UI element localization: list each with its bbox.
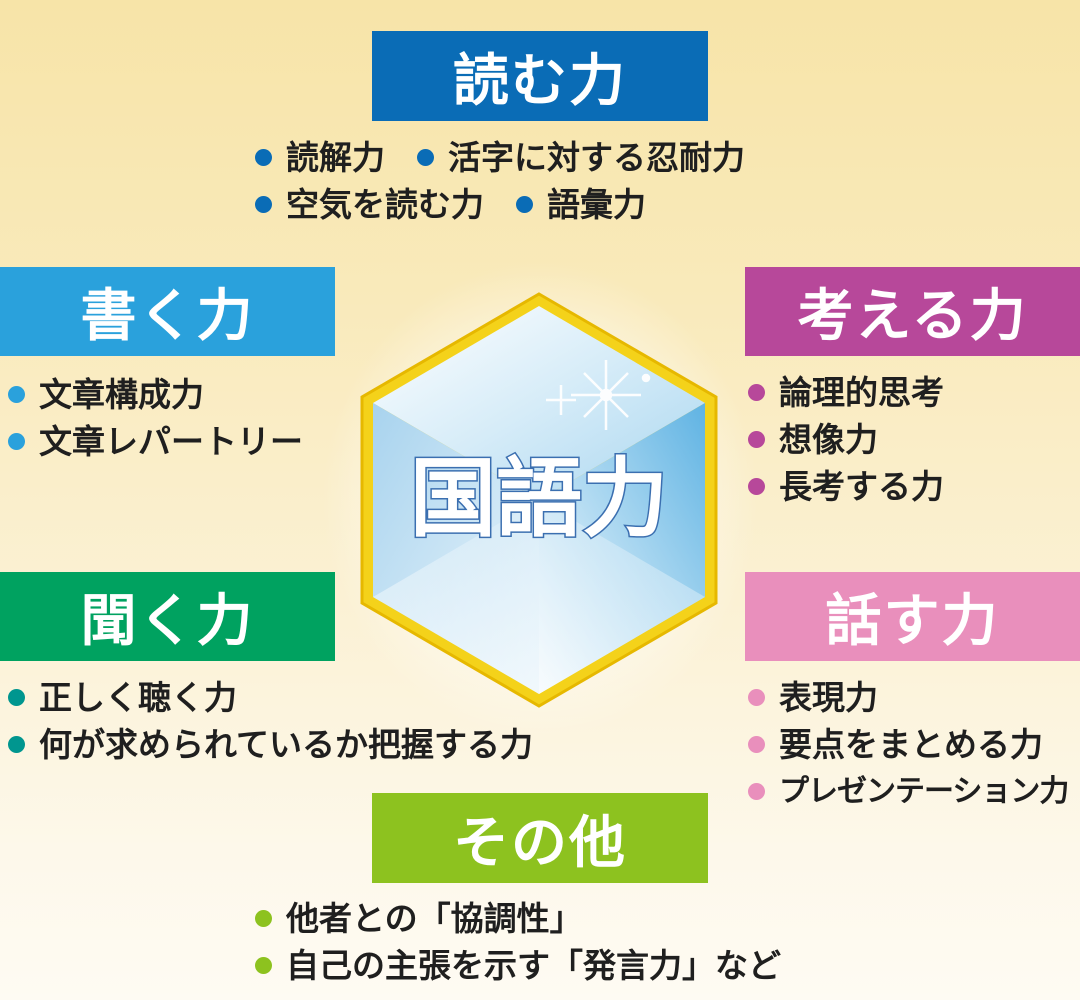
list-item: 想像力	[748, 416, 944, 463]
list-item: 他者との「協調性」	[255, 895, 781, 942]
other-list: 他者との「協調性」 自己の主張を示す「発言力」など	[255, 895, 781, 989]
list-item: 正しく聴く力	[8, 674, 388, 721]
bullet-icon	[8, 386, 25, 403]
listen-title: 聞く力	[0, 572, 335, 661]
bullet-icon	[748, 783, 765, 800]
center-hexagon: 国語力	[356, 290, 722, 710]
write-title: 書く力	[0, 267, 335, 356]
bullet-icon	[748, 689, 765, 706]
list-item: 要点をまとめる力	[748, 721, 1068, 768]
center-title: 国語力	[410, 449, 668, 549]
read-list: 読解力 活字に対する忍耐力 空気を読む力 語彙力	[255, 134, 777, 228]
list-item: 自己の主張を示す「発言力」など	[255, 942, 781, 989]
bullet-icon	[255, 196, 272, 213]
write-list: 文章構成力 文章レパートリー	[8, 371, 303, 465]
think-title: 考える力	[745, 267, 1080, 356]
list-item: 語彙力	[516, 181, 646, 228]
bullet-icon	[516, 196, 533, 213]
bullet-icon	[255, 149, 272, 166]
list-item: 表現力	[748, 674, 1068, 721]
speak-list: 表現力 要点をまとめる力 プレゼンテーション力	[748, 674, 1068, 815]
bullet-icon	[8, 433, 25, 450]
bullet-icon	[255, 910, 272, 927]
list-item: 活字に対する忍耐力	[417, 134, 745, 181]
list-item: 文章レパートリー	[8, 418, 303, 465]
other-title: その他	[372, 793, 708, 883]
bullet-icon	[748, 431, 765, 448]
read-title: 読む力	[372, 31, 708, 121]
list-item: 何が求められているか把握する力	[8, 721, 388, 768]
bullet-icon	[255, 957, 272, 974]
bullet-icon	[748, 478, 765, 495]
bullet-icon	[417, 149, 434, 166]
think-list: 論理的思考 想像力 長考する力	[748, 369, 944, 510]
bullet-icon	[748, 384, 765, 401]
list-item: 文章構成力	[8, 371, 303, 418]
bullet-icon	[8, 736, 25, 753]
list-item: 読解力	[255, 134, 385, 181]
bullet-icon	[8, 689, 25, 706]
list-item: プレゼンテーション力	[748, 768, 1068, 815]
list-item: 論理的思考	[748, 369, 944, 416]
list-item: 長考する力	[748, 463, 944, 510]
speak-title: 話す力	[745, 572, 1080, 661]
list-item: 空気を読む力	[255, 181, 484, 228]
hexagon-graphic: 国語力	[356, 290, 722, 710]
listen-list: 正しく聴く力 何が求められているか把握する力	[8, 674, 388, 768]
bullet-icon	[748, 736, 765, 753]
